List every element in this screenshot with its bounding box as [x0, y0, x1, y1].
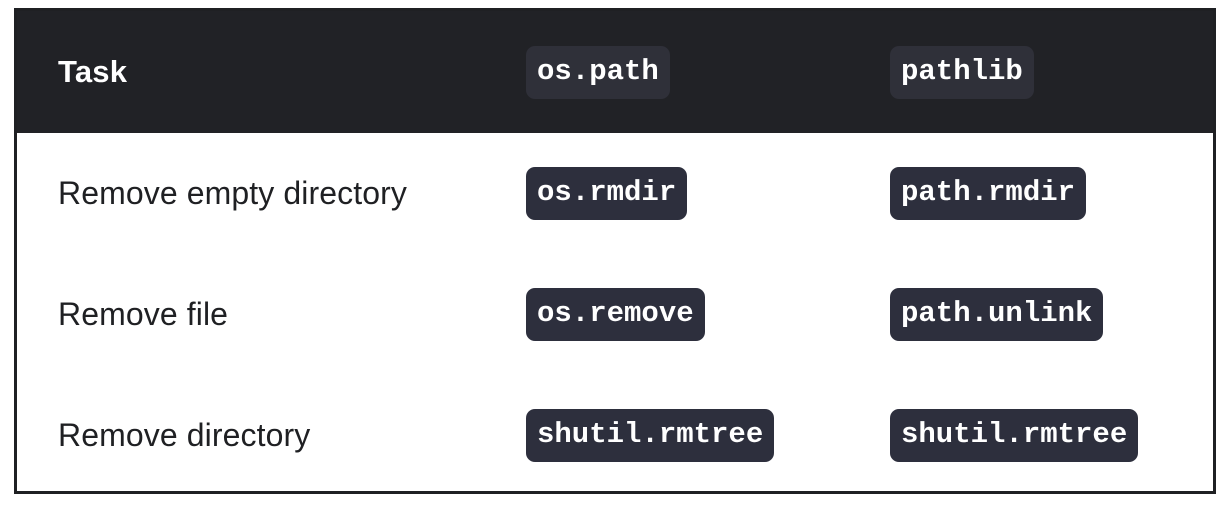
header-code-pathlib: pathlib — [890, 45, 1034, 99]
pathlib-code: path.unlink — [890, 288, 1104, 341]
header-cell-os-path: os.path — [526, 11, 670, 133]
header-code-os-path: os.path — [526, 45, 670, 99]
header-label-task: Task — [58, 54, 128, 89]
pathlib-cell: path.rmdir — [890, 133, 1087, 254]
os-path-code: os.remove — [526, 288, 705, 341]
table-header-row: Task os.path pathlib — [17, 11, 1213, 133]
task-cell: Remove file — [58, 254, 228, 375]
table-row: Remove file os.remove path.unlink — [17, 254, 1213, 375]
pathlib-code: path.rmdir — [890, 167, 1087, 220]
task-text: Remove file — [58, 296, 229, 332]
pathlib-code: shutil.rmtree — [890, 409, 1139, 462]
header-cell-task: Task — [58, 11, 127, 133]
task-cell: Remove empty directory — [58, 133, 407, 254]
table-row: Remove empty directory os.rmdir path.rmd… — [17, 133, 1213, 254]
header-cell-pathlib: pathlib — [890, 11, 1034, 133]
os-path-code: shutil.rmtree — [526, 409, 775, 462]
table-row: Remove directory shutil.rmtree shutil.rm… — [17, 375, 1213, 491]
os-path-cell: os.remove — [526, 254, 705, 375]
os-path-code: os.rmdir — [526, 167, 688, 220]
pathlib-cell: path.unlink — [890, 254, 1104, 375]
task-text: Remove directory — [58, 417, 311, 453]
os-path-cell: shutil.rmtree — [526, 375, 775, 491]
os-path-cell: os.rmdir — [526, 133, 688, 254]
task-cell: Remove directory — [58, 375, 311, 491]
comparison-table: Task os.path pathlib Remove empty direct… — [14, 8, 1216, 494]
task-text: Remove empty directory — [58, 175, 407, 211]
pathlib-cell: shutil.rmtree — [890, 375, 1139, 491]
